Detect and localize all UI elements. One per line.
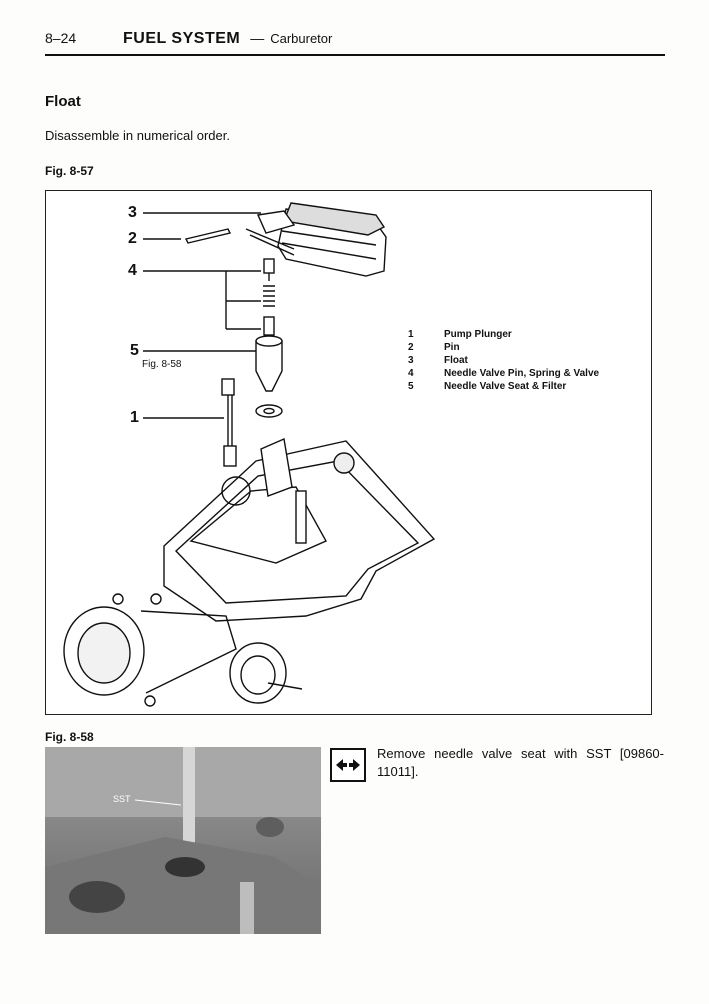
page-number: 8–24 [45,30,77,46]
callout-1: 1 [130,409,139,426]
page-header: 8–24 FUEL SYSTEM — Carburetor [45,30,665,56]
figure-label: Fig. 8-57 [45,164,94,178]
section-title: Carburetor [270,31,333,46]
callout-3: 3 [128,204,137,221]
pin-part [184,228,232,244]
sst-label: SST [113,794,131,804]
float-part [245,202,387,277]
callout-5: 5 [130,342,139,359]
figure-reference: Fig. 8-58 [142,359,182,370]
header-dash: — [250,30,265,46]
instruction-text: Remove needle valve seat with SST [09860… [377,746,664,779]
callout-4: 4 [128,262,137,279]
chapter-title: FUEL SYSTEM [123,30,241,47]
carburetor-drawing [63,202,436,707]
remove-arrows-icon [330,748,366,782]
photo-image [45,747,321,934]
callout-2: 2 [128,230,137,247]
page-title: Float [45,93,81,110]
photo: SST [45,747,321,934]
figure-label: Fig. 8-58 [45,730,94,744]
intro-text: Disassemble in numerical order. [45,128,230,143]
